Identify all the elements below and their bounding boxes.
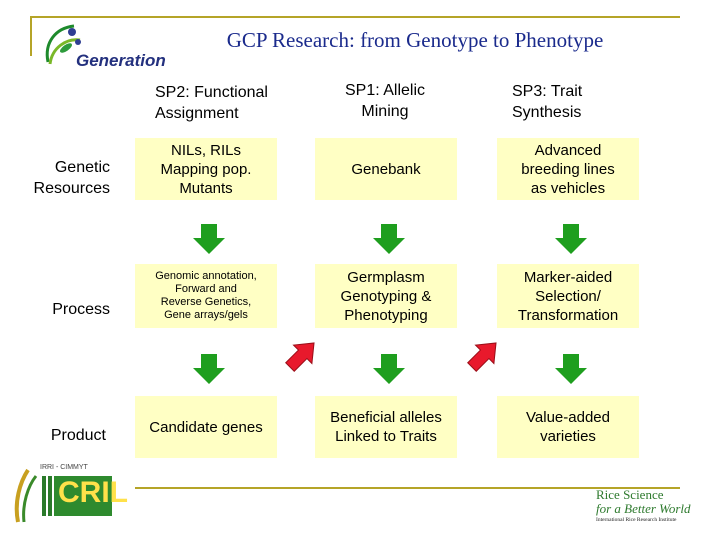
- cril-logo-text: CRIL: [58, 476, 128, 509]
- cell-nils-rils: NILs, RILs Mapping pop. Mutants: [135, 138, 277, 200]
- top-rule: [30, 16, 680, 18]
- left-rule: [30, 16, 32, 56]
- column-header-sp3-line2: Synthesis: [512, 104, 582, 121]
- generation-logo: Generation: [36, 18, 166, 78]
- cell-germplasm-genotyping: Germplasm Genotyping & Phenotyping: [315, 264, 457, 328]
- cell-text: as vehicles: [530, 179, 606, 197]
- irri-logo-line2: for a Better World: [596, 501, 691, 516]
- column-header-sp2: SP2: Functional Assignment: [155, 82, 305, 124]
- down-arrow-icon: [193, 354, 225, 384]
- cril-logo-mark: [10, 462, 115, 528]
- cell-text: breeding lines: [521, 160, 615, 178]
- cell-text: Selection/: [535, 287, 601, 305]
- column-header-sp3-line1: SP3: Trait: [512, 83, 583, 100]
- row-label-genetic-line2: Resources: [33, 180, 110, 197]
- logo-text: Generation: [76, 51, 166, 70]
- column-header-sp2-line1: SP2: Functional: [155, 84, 268, 101]
- cell-text: Phenotyping: [344, 306, 428, 324]
- cell-text: Candidate genes: [149, 418, 263, 436]
- diagonal-arrow-icon: [467, 342, 497, 372]
- column-header-sp2-line2: Assignment: [155, 105, 239, 122]
- cell-text: Reverse Genetics,: [160, 296, 252, 308]
- cell-text: varieties: [540, 428, 596, 445]
- row-label-genetic-resources: Genetic Resources: [0, 157, 110, 199]
- cell-text: Forward and: [175, 283, 237, 295]
- cell-genebank: Genebank: [315, 138, 457, 200]
- irri-logo: Rice Science for a Better World Internat…: [596, 488, 716, 532]
- column-header-sp1-line2: Mining: [361, 103, 409, 120]
- column-header-sp3: SP3: Trait Synthesis: [512, 81, 632, 123]
- down-arrow-icon: [373, 224, 405, 254]
- row-label-product: Product: [50, 427, 106, 444]
- cell-genomic-annotation: Genomic annotation, Forward and Reverse …: [135, 264, 277, 328]
- down-arrow-icon: [193, 224, 225, 254]
- cell-text: Mutants: [179, 179, 233, 197]
- cell-advanced-breeding-lines: Advanced breeding lines as vehicles: [497, 138, 639, 200]
- down-arrow-icon: [555, 224, 587, 254]
- row-label-process: Process: [52, 301, 110, 318]
- cril-logo-top-text: IRRI - CIMMYT: [40, 464, 88, 471]
- cell-text: Value-added: [526, 409, 610, 426]
- cell-candidate-genes: Candidate genes: [135, 396, 277, 458]
- irri-logo-line1: Rice Science: [596, 487, 664, 502]
- cell-text: Marker-aided: [523, 268, 613, 286]
- cell-text: Mapping pop.: [160, 160, 252, 178]
- row-label-genetic-line1: Genetic: [54, 159, 110, 176]
- cell-text: Genomic annotation,: [155, 270, 257, 282]
- cell-text: Germplasm: [347, 268, 425, 286]
- diagonal-arrow-icon: [285, 342, 315, 372]
- cell-text: Transformation: [517, 306, 619, 324]
- cell-text: Gene arrays/gels: [164, 309, 248, 321]
- cell-text: Genotyping &: [340, 287, 432, 305]
- cell-text: Beneficial alleles: [330, 409, 442, 426]
- cell-text: Linked to Traits: [335, 428, 437, 445]
- cell-beneficial-alleles: Beneficial alleles Linked to Traits: [315, 396, 457, 458]
- irri-logo-line3: International Rice Research Institute: [596, 517, 677, 523]
- cell-text: Advanced: [534, 141, 602, 159]
- generation-logo-mark: [45, 24, 81, 65]
- slide-title: GCP Research: from Genotype to Phenotype: [226, 28, 604, 52]
- down-arrow-icon: [555, 354, 587, 384]
- cell-marker-aided-selection: Marker-aided Selection/ Transformation: [497, 264, 639, 328]
- column-header-sp1-line1: SP1: Allelic: [344, 82, 426, 99]
- column-header-sp1: SP1: Allelic Mining: [320, 80, 450, 122]
- cell-text: Genebank: [351, 160, 421, 178]
- cell-value-added-varieties: Value-added varieties: [497, 396, 639, 458]
- bottom-rule: [135, 487, 680, 489]
- cril-logo: IRRI - CIMMYT CRIL: [10, 462, 128, 528]
- down-arrow-icon: [373, 354, 405, 384]
- cell-text: NILs, RILs: [170, 141, 242, 159]
